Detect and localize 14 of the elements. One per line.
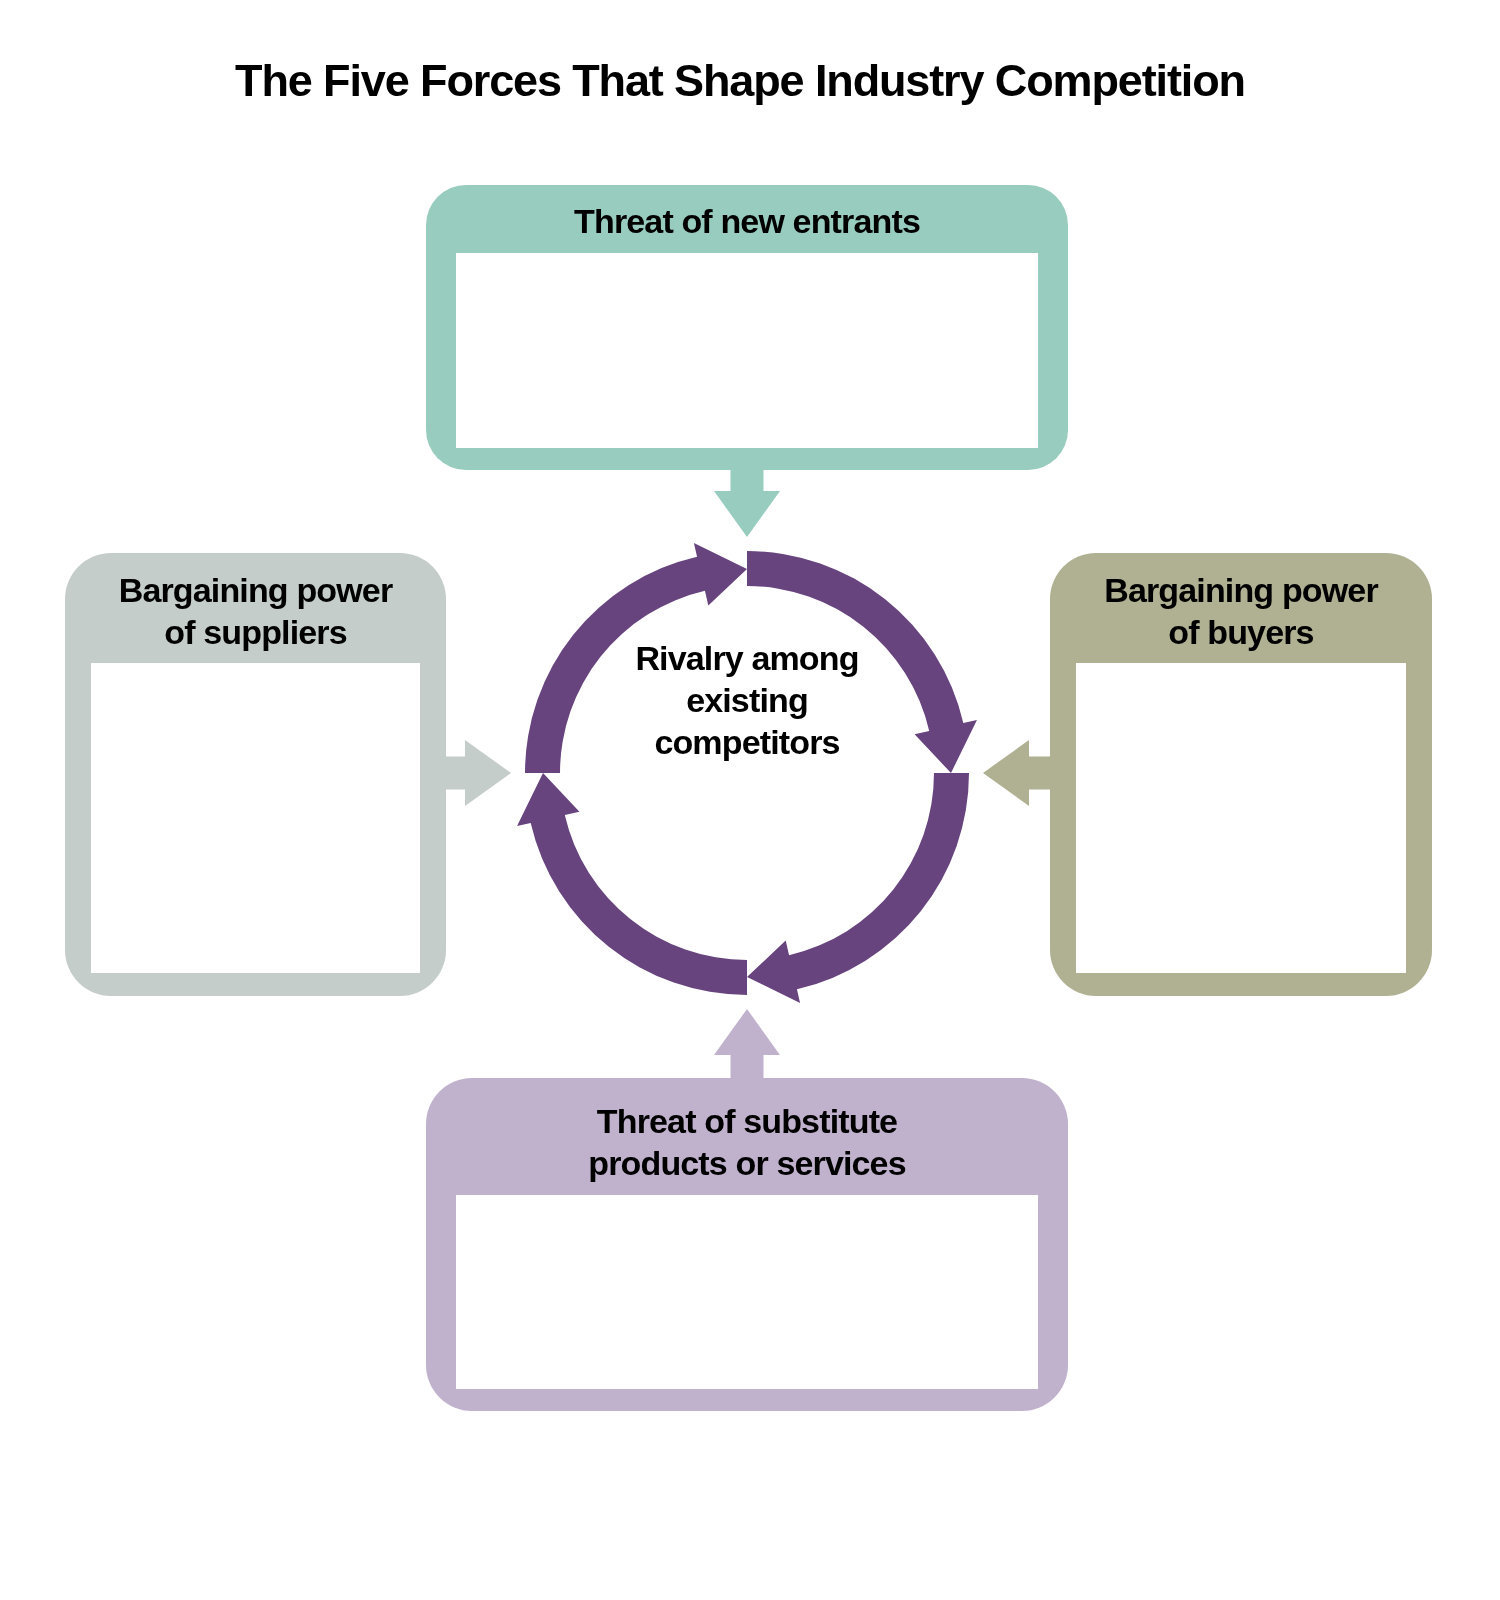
block-arrow (983, 740, 1050, 806)
box-heading: Threat of substitute products or services (587, 1100, 907, 1184)
box-heading: Threat of new entrants (574, 201, 920, 242)
diagram-title: The Five Forces That Shape Industry Competition (235, 54, 1245, 108)
block-arrow (446, 740, 511, 806)
box-heading: Bargaining power of buyers (1103, 570, 1380, 653)
force-panel (65, 553, 446, 996)
box-heading: Bargaining power of suppliers (117, 570, 394, 653)
center-label: Rivalry among existing competitors (634, 638, 860, 763)
block-arrow (714, 470, 780, 537)
force-panel (1050, 553, 1432, 996)
force-panel (426, 1078, 1068, 1411)
block-arrow (714, 1009, 780, 1078)
force-panel (426, 185, 1068, 470)
